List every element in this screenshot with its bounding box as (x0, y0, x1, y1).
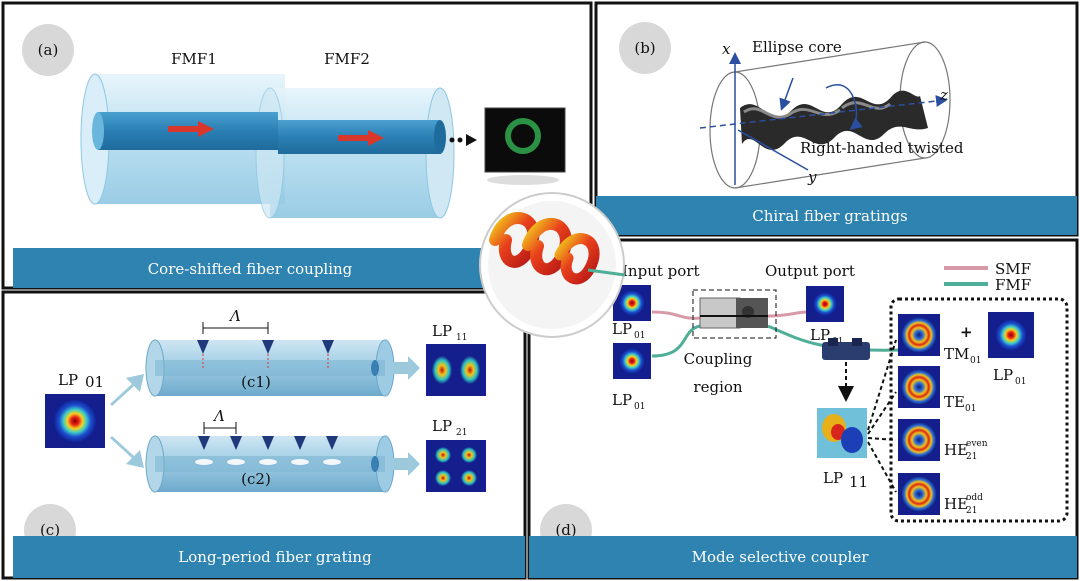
lp11-farfield (817, 408, 867, 458)
c1-label: (c1) (241, 373, 271, 391)
lp11-label: LP (432, 322, 452, 340)
tm01-mode (898, 314, 940, 356)
he21-even-sup: even (966, 439, 988, 449)
red-arrow-icon (168, 121, 214, 137)
panel-b-tag-badge (619, 22, 671, 74)
input-mode-bottom (613, 343, 651, 379)
lp01-sub: 01 (85, 373, 104, 391)
panel-c: LP 01 Λ (c1) (1, 290, 527, 580)
fmf-output-line (767, 324, 901, 352)
polarization-controller (822, 338, 870, 360)
output-port-label: Output port (765, 262, 855, 280)
legend-smf: SMF (995, 260, 1031, 278)
te01-sub: 01 (965, 404, 976, 414)
smf-output-line (767, 310, 809, 318)
panel-b-caption-bar (596, 196, 1077, 235)
red-arrow-icon (338, 130, 384, 146)
panel-c-caption-bar (13, 536, 525, 578)
split-arrow-icon (110, 374, 144, 468)
panel-b-caption: Chiral fiber gratings (752, 207, 908, 225)
coupling-label-2: region (693, 378, 742, 396)
vector-modes-box (889, 297, 1069, 523)
lp21-label: LP (432, 417, 452, 435)
lp01-combined (988, 312, 1034, 358)
fmf-input-line (651, 324, 701, 358)
period-label-c2: Λ (212, 407, 225, 425)
fmf2-label: FMF2 (324, 50, 370, 68)
fiber-c1 (145, 322, 395, 397)
panel-a-tag-badge (22, 24, 74, 76)
panel-c-tag: (c) (40, 521, 60, 539)
input-lp01-top: LP (612, 320, 632, 338)
input-lp01-bottom: LP (612, 391, 632, 409)
twist-label: Right-handed twisted (800, 139, 964, 157)
z-axis-label: z (939, 86, 948, 104)
he21-odd-mode (898, 473, 940, 515)
panel-a-tag: (a) (38, 41, 59, 59)
lp01-combined-label: LP (993, 366, 1013, 384)
panel-d-tag: (d) (555, 521, 576, 539)
lp01-combined-sub: 01 (1015, 377, 1026, 387)
input-lp01-bottom-sub: 01 (634, 402, 645, 412)
smf-input-line (651, 310, 701, 320)
lp21-sub: 21 (456, 428, 467, 438)
period-label-c1: Λ (228, 307, 241, 325)
he21-odd-label: HE (944, 495, 968, 513)
input-port-label: Input port (622, 262, 699, 280)
he21-even-sub: 21 (966, 452, 977, 462)
legend-fmf: FMF (995, 276, 1031, 294)
plus-icon: + (960, 323, 973, 341)
panel-b: (b) x y z Ellipse core Right-handed twis… (594, 1, 1079, 237)
panel-d-caption: Mode selective coupler (692, 548, 870, 566)
lp11-far-sub: 11 (849, 473, 868, 491)
coupling-region-box (692, 289, 777, 339)
coupler-device (699, 297, 768, 329)
panel-b-tag: (b) (634, 39, 655, 57)
coupling-label-1: Coupling (684, 350, 753, 368)
lp11-far-label: LP (823, 469, 843, 487)
output-screen (484, 107, 566, 185)
output-mode-lp01 (806, 286, 844, 322)
fiber-c2 (145, 422, 395, 493)
he21-even-mode (898, 419, 940, 461)
lp11-mode: LP 11 (426, 322, 486, 396)
lp01-input: LP 01 (45, 371, 105, 448)
fmf1-label: FMF1 (171, 50, 217, 68)
y-axis-label: y (807, 168, 817, 186)
dotted-arrow-icon (449, 134, 477, 146)
output-lp01-label: LP (810, 326, 830, 344)
x-axis-label: x (722, 40, 731, 58)
panel-d: Input port Output port SMF FMF LP 01 LP … (527, 238, 1079, 580)
helix-icon (489, 212, 626, 285)
tm01-sub: 01 (970, 356, 981, 366)
center-medallion (479, 192, 626, 338)
te01-label: TE (944, 393, 965, 411)
lp11-sub: 11 (456, 333, 467, 343)
input-lp01-top-sub: 01 (634, 331, 645, 341)
c2-label: (c2) (241, 470, 271, 488)
lp21-mode: LP 21 (426, 417, 486, 492)
panel-d-caption-bar (529, 536, 1077, 578)
axes (699, 52, 948, 185)
ellipse-core-label: Ellipse core (752, 38, 842, 56)
lp01-label: LP (58, 371, 78, 389)
te01-mode (898, 366, 940, 408)
tm01-label: TM (944, 345, 969, 363)
he21-even-label: HE (944, 441, 968, 459)
panel-a-caption: Core-shifted fiber coupling (148, 260, 353, 278)
output-arrow-icon (393, 356, 420, 476)
panel-a: (a) FMF1 FMF2 (1, 1, 593, 290)
he21-odd-sup: odd (966, 493, 983, 503)
panel-c-caption: Long-period fiber grating (178, 548, 372, 566)
he21-odd-sub: 21 (966, 506, 977, 516)
fiber-legend (944, 266, 988, 286)
